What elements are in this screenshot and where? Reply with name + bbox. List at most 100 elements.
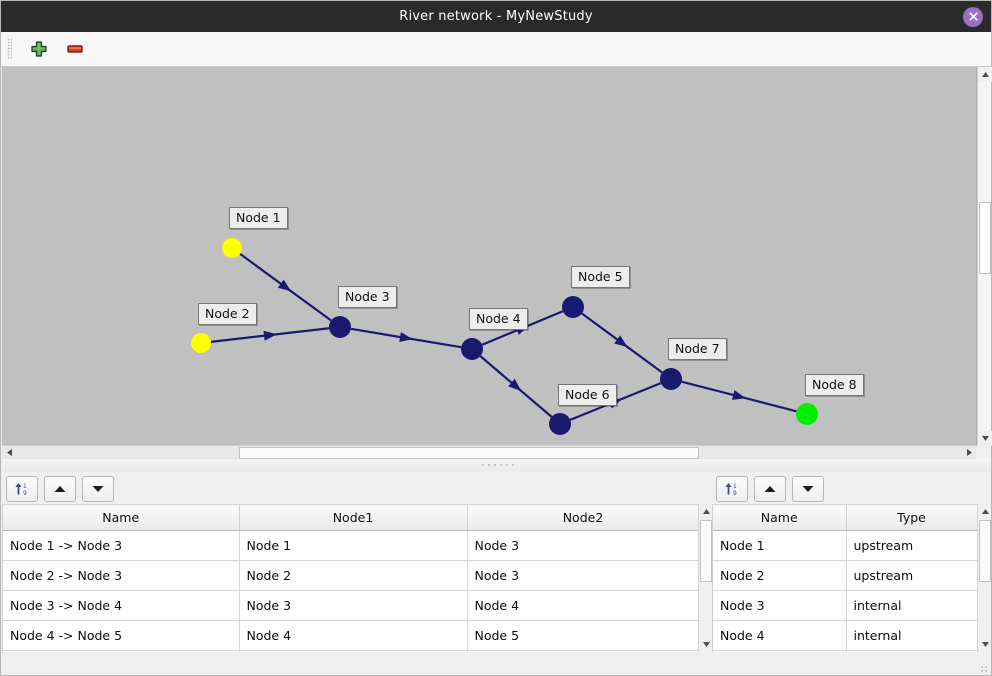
scroll-right-icon[interactable] bbox=[962, 446, 976, 459]
column-header[interactable]: Node2 bbox=[467, 504, 698, 531]
table-cell[interactable]: upstream bbox=[846, 560, 977, 591]
graph-node[interactable] bbox=[796, 403, 818, 425]
canvas-vertical-scrollbar[interactable] bbox=[977, 67, 992, 446]
network-graph-panel: Node 1 Node 2 Node 3 Node 4 Node 5 Node 6 Node… bbox=[2, 67, 992, 459]
add-plus-icon[interactable] bbox=[28, 38, 50, 60]
graph-node[interactable] bbox=[222, 238, 242, 258]
table-cell[interactable]: Node 4 -> Node 5 bbox=[3, 620, 240, 651]
graph-node[interactable] bbox=[549, 413, 571, 435]
window-resize-grip[interactable] bbox=[980, 665, 988, 673]
table-cell[interactable]: Node 4 bbox=[713, 620, 847, 651]
graph-node[interactable] bbox=[660, 368, 682, 390]
table-row-empty[interactable] bbox=[3, 650, 698, 652]
remove-minus-icon[interactable] bbox=[64, 38, 86, 60]
network-canvas[interactable]: Node 1 Node 2 Node 3 Node 4 Node 5 Node 6 Node… bbox=[2, 67, 977, 446]
branch-move-down-arrow-down-icon[interactable] bbox=[82, 476, 114, 502]
node-move-down-arrow-down-icon[interactable] bbox=[792, 476, 824, 502]
table-cell[interactable]: internal bbox=[846, 620, 977, 651]
horizontal-splitter[interactable] bbox=[2, 459, 991, 471]
graph-node[interactable] bbox=[191, 333, 211, 353]
edge-arrow-icon bbox=[508, 378, 522, 392]
table-cell[interactable]: internal bbox=[846, 590, 977, 621]
graph-node-label[interactable]: Node 3 bbox=[338, 286, 397, 308]
branch-vscroll-thumb[interactable] bbox=[700, 520, 712, 582]
graph-node-label[interactable]: Node 8 bbox=[805, 374, 864, 396]
main-toolbar bbox=[1, 32, 991, 67]
toolbar-grip[interactable] bbox=[7, 38, 12, 60]
graph-node[interactable] bbox=[461, 338, 483, 360]
hscroll-thumb[interactable] bbox=[239, 447, 699, 459]
node-scroll-up-icon[interactable] bbox=[978, 504, 991, 519]
svg-text:9: 9 bbox=[23, 490, 27, 497]
column-header[interactable]: Name bbox=[713, 504, 847, 531]
table-cell[interactable] bbox=[3, 650, 240, 652]
branch-scroll-down-icon[interactable] bbox=[699, 637, 712, 652]
graph-node[interactable] bbox=[329, 316, 351, 338]
node-sort-ascending-icon[interactable]: 1 9 bbox=[716, 476, 748, 502]
branch-scroll-up-icon[interactable] bbox=[699, 504, 712, 519]
table-cell[interactable]: Node 3 bbox=[467, 530, 698, 561]
table-cell[interactable]: Node 2 -> Node 3 bbox=[3, 560, 240, 591]
column-header[interactable]: Name bbox=[3, 504, 240, 531]
vscroll-thumb[interactable] bbox=[979, 202, 991, 274]
scroll-down-icon[interactable] bbox=[978, 431, 992, 446]
table-cell[interactable] bbox=[239, 650, 468, 652]
graph-node-label[interactable]: Node 1 bbox=[229, 207, 288, 229]
node-vscroll-thumb[interactable] bbox=[979, 520, 991, 582]
table-cell[interactable]: Node 4 bbox=[467, 590, 698, 621]
branch-table-vertical-scrollbar[interactable] bbox=[698, 504, 712, 652]
scroll-left-icon[interactable] bbox=[2, 446, 16, 459]
canvas-horizontal-scrollbar[interactable] bbox=[2, 445, 976, 459]
table-cell[interactable] bbox=[846, 650, 977, 652]
column-header[interactable]: Node1 bbox=[239, 504, 468, 531]
table-cell[interactable]: upstream bbox=[846, 530, 977, 561]
column-header[interactable]: Type bbox=[846, 504, 977, 531]
node-scroll-down-icon[interactable] bbox=[978, 637, 991, 652]
edge-arrow-icon bbox=[263, 330, 277, 341]
table-cell[interactable]: Node 1 bbox=[713, 530, 847, 561]
table-cell[interactable]: Node 5 bbox=[467, 620, 698, 651]
branch-sort-ascending-icon[interactable]: 1 9 bbox=[6, 476, 38, 502]
table-cell[interactable]: Node 3 bbox=[239, 590, 468, 621]
table-cell[interactable] bbox=[713, 650, 847, 652]
table-cell[interactable]: Node 2 bbox=[713, 560, 847, 591]
table-cell[interactable]: Node 4 bbox=[239, 620, 468, 651]
graph-node-label[interactable]: Node 7 bbox=[668, 338, 727, 360]
close-icon[interactable] bbox=[963, 6, 983, 27]
table-cell[interactable] bbox=[467, 650, 698, 652]
table-cell[interactable]: Node 1 -> Node 3 bbox=[3, 530, 240, 561]
graph-node-label[interactable]: Node 4 bbox=[469, 308, 528, 330]
table-cell[interactable]: Node 3 bbox=[713, 590, 847, 621]
scroll-up-icon[interactable] bbox=[978, 67, 992, 82]
node-move-up-arrow-up-icon[interactable] bbox=[754, 476, 786, 502]
scrollbar-corner bbox=[977, 445, 991, 459]
table-cell[interactable]: Node 3 -> Node 4 bbox=[3, 590, 240, 621]
graph-node-label[interactable]: Node 2 bbox=[198, 303, 257, 325]
svg-text:1: 1 bbox=[23, 483, 27, 490]
table-cell[interactable]: Node 2 bbox=[239, 560, 468, 591]
branch-move-up-arrow-up-icon[interactable] bbox=[44, 476, 76, 502]
node-table-vertical-scrollbar[interactable] bbox=[977, 504, 991, 652]
graph-node-label[interactable]: Node 6 bbox=[558, 384, 617, 406]
graph-node-label[interactable]: Node 5 bbox=[571, 266, 630, 288]
table-cell[interactable]: Node 1 bbox=[239, 530, 468, 561]
graph-node[interactable] bbox=[562, 296, 584, 318]
table-cell[interactable]: Node 3 bbox=[467, 560, 698, 591]
table-row-empty[interactable] bbox=[713, 650, 977, 652]
